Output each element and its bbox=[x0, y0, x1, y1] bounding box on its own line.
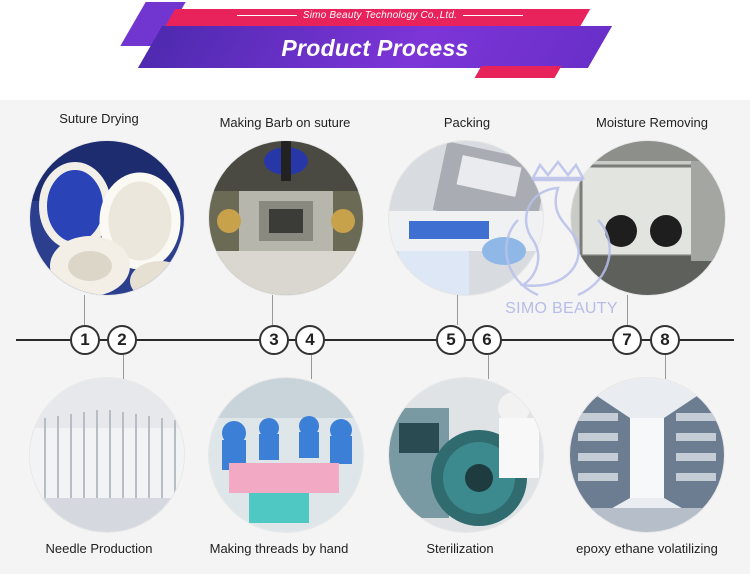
step-number-8: 8 bbox=[650, 325, 680, 355]
header-banner: Simo Beauty Technology Co.,Ltd. Product … bbox=[0, 0, 750, 84]
step-label-needle-production: Needle Production bbox=[45, 541, 153, 556]
step-label-suture-drying: Suture Drying bbox=[59, 111, 139, 126]
stem-1 bbox=[84, 295, 85, 325]
step-label-making-threads: Making threads by hand bbox=[209, 541, 349, 556]
stem-3 bbox=[272, 295, 273, 325]
step-number-5: 5 bbox=[436, 325, 466, 355]
step-number-4: 4 bbox=[295, 325, 325, 355]
stem-8 bbox=[665, 355, 666, 379]
step-label-moisture-removing: Moisture Removing bbox=[596, 115, 708, 130]
step-number-3: 3 bbox=[259, 325, 289, 355]
step-number-6: 6 bbox=[472, 325, 502, 355]
step-label-epoxy-ethane: epoxy ethane volatilizing bbox=[576, 541, 718, 556]
timeline-line bbox=[16, 339, 734, 341]
step-number-2: 2 bbox=[107, 325, 137, 355]
page-title: Product Process bbox=[281, 35, 469, 61]
stem-4 bbox=[311, 355, 312, 379]
stem-7 bbox=[627, 295, 628, 325]
sterilizer-photo bbox=[389, 378, 543, 532]
watermark-text: SIMO BEAUTY bbox=[505, 300, 618, 317]
step-number-1: 1 bbox=[70, 325, 100, 355]
stem-2 bbox=[123, 355, 124, 379]
step-label-making-barb: Making Barb on suture bbox=[219, 115, 351, 130]
stem-5 bbox=[457, 295, 458, 325]
step-label-packing: Packing bbox=[443, 115, 491, 130]
suture-spools-photo bbox=[30, 141, 184, 295]
stem-6 bbox=[488, 355, 489, 379]
workshop-photo bbox=[209, 378, 363, 532]
storage-racks-photo bbox=[570, 378, 724, 532]
step-label-sterilization: Sterilization bbox=[426, 541, 494, 556]
step-number-7: 7 bbox=[612, 325, 642, 355]
packing-machine-photo bbox=[389, 141, 543, 295]
banner-right-accent bbox=[474, 66, 562, 78]
company-name: Simo Beauty Technology Co.,Ltd. bbox=[180, 10, 580, 26]
needles-photo bbox=[30, 378, 184, 532]
barbing-machine-photo bbox=[209, 141, 363, 295]
glove-box-photo bbox=[571, 141, 725, 295]
